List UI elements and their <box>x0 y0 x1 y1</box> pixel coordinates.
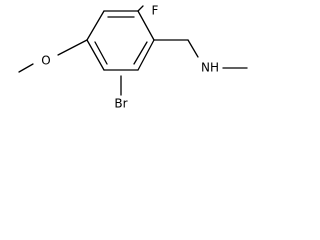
ring-bond-c2-c3 <box>137 10 155 41</box>
bromine-label: Br <box>114 97 127 111</box>
fluorine-label: F <box>152 4 159 18</box>
ring-bond-c3-c4 <box>137 39 155 71</box>
chemical-structure: F O Br NH <box>18 4 248 111</box>
methoxy-oxygen-label: O <box>41 54 50 68</box>
ring-bond-c6-c1 <box>86 10 105 41</box>
amine-label: NH <box>201 61 219 75</box>
ring-double-bond-c5-c6 <box>94 41 108 65</box>
ring-double-bond-c3-c4 <box>133 41 148 65</box>
bond-ring-methoxy-oxygen <box>57 39 88 56</box>
bond-ring-fluorine <box>137 5 144 12</box>
bond-oxygen-methyl <box>18 63 34 73</box>
ring-bond-c5-c6 <box>86 39 105 71</box>
bond-ch2-nitrogen <box>187 39 199 58</box>
